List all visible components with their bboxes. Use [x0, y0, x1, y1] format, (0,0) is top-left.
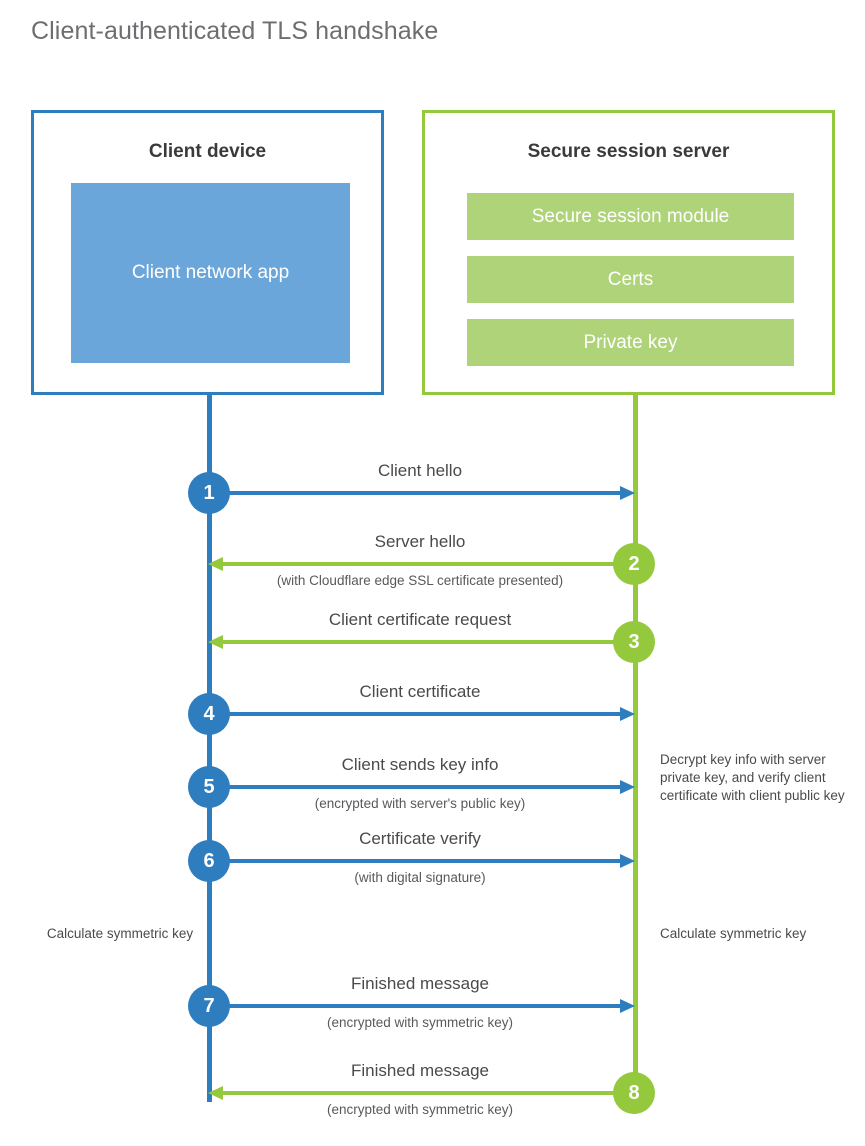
step-marker-1: 1 — [188, 472, 230, 514]
secure-session-server-title: Secure session server — [527, 141, 730, 162]
step-marker-2: 2 — [613, 543, 655, 585]
arrow-head-left-icon — [208, 1086, 223, 1100]
client-lifeline — [207, 392, 212, 1102]
arrow-line-7 — [209, 1004, 624, 1008]
step-marker-3: 3 — [613, 621, 655, 663]
arrow-head-right-icon — [620, 707, 635, 721]
server-component-secure-session-module: Secure session module — [467, 193, 794, 240]
message-label-6: Certificate verify — [359, 829, 481, 848]
client-calculate-symmetric-key-note: Calculate symmetric key — [46, 926, 194, 941]
message-label-8: Finished message — [351, 1061, 489, 1080]
arrow-line-1 — [209, 491, 624, 495]
server-component-private-key: Private key — [467, 319, 794, 366]
message-label-3: Client certificate request — [328, 610, 512, 629]
arrow-head-right-icon — [620, 854, 635, 868]
step-marker-6: 6 — [188, 840, 230, 882]
arrow-head-left-icon — [208, 557, 223, 571]
page-title: Client-authenticated TLS handshake — [31, 17, 439, 45]
arrow-line-2 — [219, 562, 634, 566]
message-sublabel-2: (with Cloudflare edge SSL certificate pr… — [276, 573, 564, 588]
server-lifeline — [633, 392, 638, 1095]
message-sublabel-8: (encrypted with symmetric key) — [326, 1102, 514, 1117]
message-sublabel-7: (encrypted with symmetric key) — [326, 1015, 514, 1030]
arrow-line-4 — [209, 712, 624, 716]
arrow-line-3 — [219, 640, 634, 644]
arrow-line-5 — [209, 785, 624, 789]
message-label-7: Finished message — [351, 974, 489, 993]
message-sublabel-6: (with digital signature) — [354, 870, 486, 885]
secure-session-server-box: Secure session server Secure session mod… — [422, 110, 835, 395]
message-label-2: Server hello — [374, 532, 466, 551]
arrow-head-right-icon — [620, 486, 635, 500]
step-marker-8: 8 — [613, 1072, 655, 1114]
server-decrypt-note: Decrypt key info with server private key… — [660, 752, 845, 804]
server-component-certs: Certs — [467, 256, 794, 303]
step-marker-5: 5 — [188, 766, 230, 808]
arrow-head-right-icon — [620, 780, 635, 794]
message-label-1: Client hello — [377, 461, 463, 480]
client-device-box: Client device Client network app — [31, 110, 384, 395]
client-device-title: Client device — [148, 141, 267, 162]
message-sublabel-5: (encrypted with server's public key) — [314, 796, 526, 811]
client-network-app-block: Client network app — [71, 183, 350, 363]
server-calculate-symmetric-key-note: Calculate symmetric key — [660, 926, 807, 941]
arrow-head-right-icon — [620, 999, 635, 1013]
message-label-4: Client certificate — [359, 682, 481, 701]
step-marker-4: 4 — [188, 693, 230, 735]
arrow-line-6 — [209, 859, 624, 863]
step-marker-7: 7 — [188, 985, 230, 1027]
arrow-line-8 — [219, 1091, 634, 1095]
message-label-5: Client sends key info — [341, 755, 499, 774]
arrow-head-left-icon — [208, 635, 223, 649]
